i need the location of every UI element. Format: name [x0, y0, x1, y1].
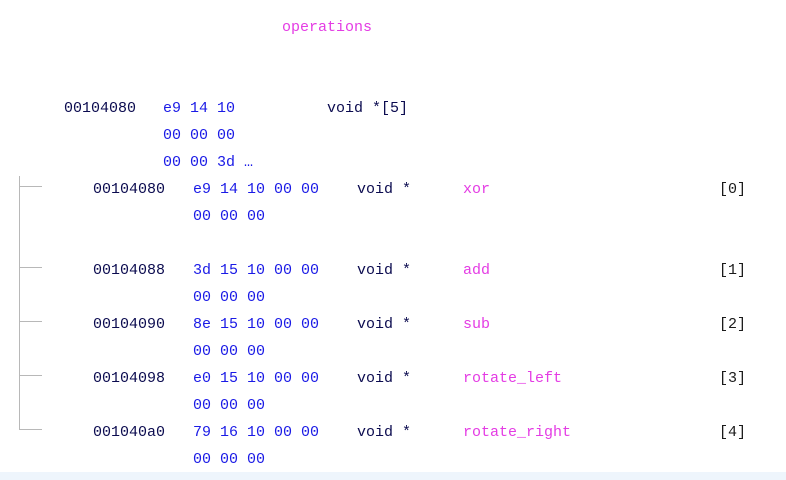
element-bytes: 79 16 10 00 00 [193, 424, 320, 441]
element-type[interactable]: void * [357, 316, 412, 333]
element-index: [2] [719, 316, 747, 333]
tree-branch [19, 375, 42, 376]
element-index: [4] [719, 424, 747, 441]
array-type[interactable]: void *[5] [327, 100, 409, 117]
element-label[interactable]: xor [463, 181, 491, 198]
element-bytes-cont: 00 00 00 [193, 208, 266, 225]
element-label[interactable]: add [463, 262, 491, 279]
element-index: [1] [719, 262, 747, 279]
array-bytes-line-2: 00 00 00 [163, 127, 236, 144]
element-label[interactable]: rotate_right [463, 424, 572, 441]
array-bytes-line-1: e9 14 10 [163, 100, 236, 117]
element-address[interactable]: 00104098 [93, 370, 166, 387]
tree-branch [19, 429, 42, 430]
element-bytes: 8e 15 10 00 00 [193, 316, 320, 333]
element-type[interactable]: void * [357, 262, 412, 279]
tree-branch [19, 186, 42, 187]
element-label[interactable]: sub [463, 316, 491, 333]
element-bytes: e0 15 10 00 00 [193, 370, 320, 387]
element-type[interactable]: void * [357, 181, 412, 198]
element-bytes: e9 14 10 00 00 [193, 181, 320, 198]
tree-vertical-line [19, 176, 20, 430]
tree-branch [19, 321, 42, 322]
element-index: [0] [719, 181, 747, 198]
element-type[interactable]: void * [357, 370, 412, 387]
symbol-title[interactable]: operations [282, 19, 373, 36]
element-bytes: 3d 15 10 00 00 [193, 262, 320, 279]
array-bytes-line-3: 00 00 3d … [163, 154, 254, 171]
element-address[interactable]: 00104080 [93, 181, 166, 198]
element-address[interactable]: 00104090 [93, 316, 166, 333]
tree-branch [19, 267, 42, 268]
element-address[interactable]: 00104088 [93, 262, 166, 279]
listing-bottom-edge [0, 472, 786, 480]
element-type[interactable]: void * [357, 424, 412, 441]
element-bytes-cont: 00 00 00 [193, 289, 266, 306]
array-address[interactable]: 00104080 [64, 100, 137, 117]
element-bytes-cont: 00 00 00 [193, 451, 266, 468]
element-bytes-cont: 00 00 00 [193, 397, 266, 414]
element-address[interactable]: 001040a0 [93, 424, 166, 441]
element-label[interactable]: rotate_left [463, 370, 563, 387]
element-bytes-cont: 00 00 00 [193, 343, 266, 360]
element-index: [3] [719, 370, 747, 387]
